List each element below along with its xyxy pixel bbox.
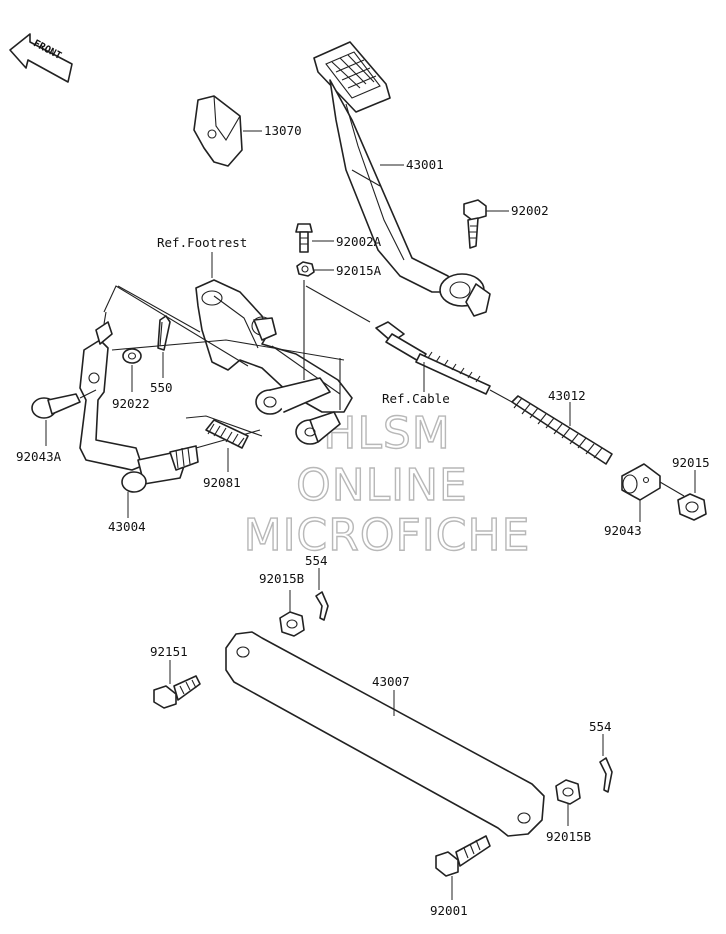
label-554-bottom: 554 — [589, 719, 612, 734]
label-92002: 92002 — [511, 203, 549, 218]
front-arrow-icon: FRONT — [9, 33, 73, 83]
watermark-line-3: MICROFICHE — [244, 510, 531, 561]
label-13070: 13070 — [264, 123, 302, 138]
watermark-line-2: ONLINE — [296, 460, 468, 511]
brake-cable — [305, 285, 513, 403]
label-92151: 92151 — [150, 644, 188, 659]
label-ref-cable: Ref.Cable — [382, 391, 450, 406]
part-92002a-bolt — [295, 223, 313, 253]
label-43001: 43001 — [406, 157, 444, 172]
pivot-roller — [295, 411, 341, 445]
part-92015b-bottom-nut — [555, 779, 581, 805]
part-92002-bolt — [463, 199, 487, 249]
part-92043a-pin — [31, 389, 97, 419]
part-92022-washer — [122, 348, 142, 364]
label-550: 550 — [150, 380, 173, 395]
part-92001-bolt — [435, 835, 491, 877]
part-92151-bolt — [153, 675, 201, 709]
watermark-line-1: HLSM — [323, 408, 451, 459]
part-92081-spring — [185, 415, 263, 449]
label-92081: 92081 — [203, 475, 241, 490]
label-92022: 92022 — [112, 396, 150, 411]
part-550-cotter-pin — [157, 315, 171, 351]
label-43007: 43007 — [372, 674, 410, 689]
watermark: HLSM ONLINE MICROFICHE — [243, 407, 531, 561]
part-92015b-top-nut — [279, 611, 305, 637]
label-ref-footrest: Ref.Footrest — [157, 235, 247, 250]
label-92001: 92001 — [430, 903, 468, 918]
part-92015a-nut — [296, 261, 315, 277]
part-92015-nut — [659, 481, 707, 521]
label-43004: 43004 — [108, 519, 146, 534]
part-43012-spring — [511, 395, 613, 465]
part-554-bottom-cotter-pin — [599, 757, 613, 793]
footrest-bracket — [195, 279, 353, 415]
label-92015b-bottom: 92015B — [546, 829, 591, 844]
part-554-top-cotter-pin — [315, 591, 329, 621]
label-92043: 92043 — [604, 523, 642, 538]
label-92015: 92015 — [672, 455, 710, 470]
part-43004-brake-arm — [79, 311, 199, 493]
label-92015b-top: 92015B — [259, 571, 304, 586]
label-43012: 43012 — [548, 388, 586, 403]
label-92043a: 92043A — [16, 449, 62, 464]
part-92043-cable-end — [621, 463, 661, 501]
part-43007-rod — [225, 631, 545, 837]
label-92015a: 92015A — [336, 263, 382, 278]
label-92002a: 92002A — [336, 234, 382, 249]
part-43001-brake-pedal — [313, 41, 491, 317]
part-13070-bracket — [193, 95, 243, 167]
label-554-top: 554 — [305, 553, 328, 568]
